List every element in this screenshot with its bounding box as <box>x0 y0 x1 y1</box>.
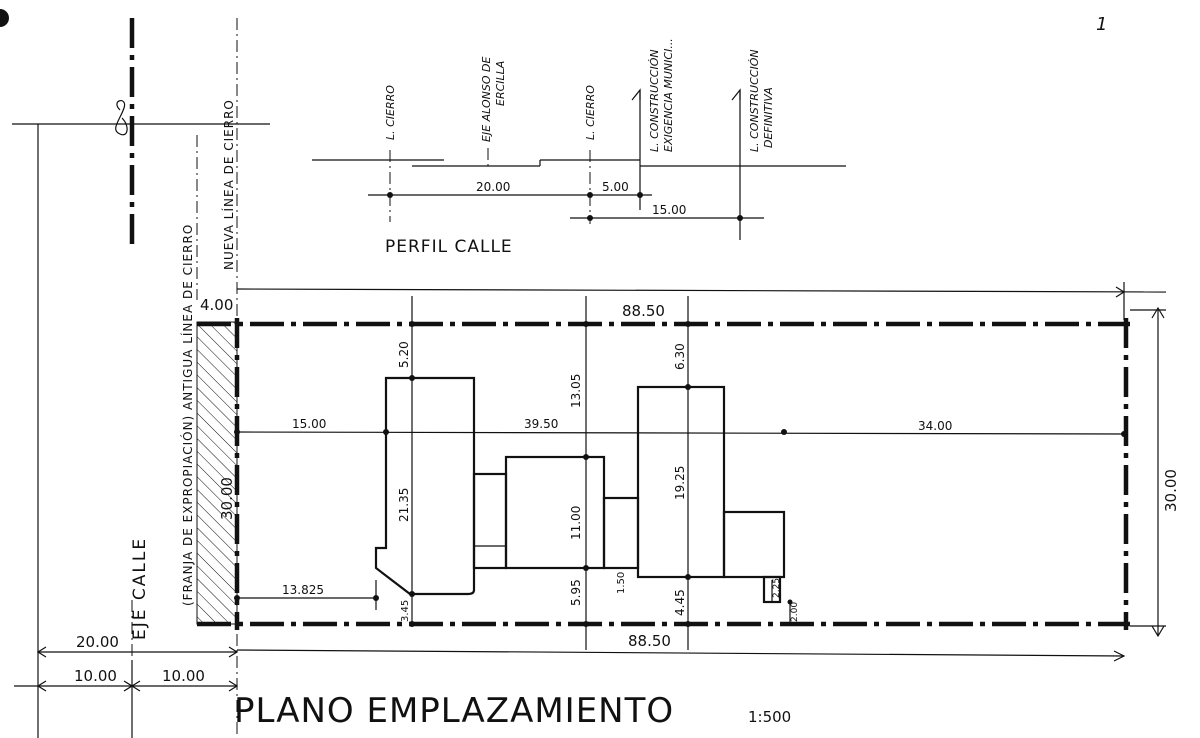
street-profile: 20.00 5.00 15.00 L. CIERRO EJE ALONSO DE… <box>312 38 846 257</box>
label-eje-alonso-1: EJE ALONSO DE <box>480 57 493 142</box>
connector-1 <box>472 472 508 570</box>
dim-20-00-bottom: 20.00 <box>76 633 119 651</box>
dim-strip-4-00: 4.00 <box>200 296 233 314</box>
dim-10-00-b: 10.00 <box>162 667 205 685</box>
dim-4-45: 4.45 <box>673 589 687 616</box>
dim-15-00-site: 15.00 <box>292 417 326 431</box>
dim-2-00-small: 2.00 <box>790 602 800 622</box>
connector-2 <box>602 496 640 570</box>
label-franja-expropiacion: (FRANJA DE EXPROPIACIÓN) ANTIGUA LÍNEA D… <box>180 224 195 606</box>
dim-19-25: 19.25 <box>673 466 687 500</box>
dim-20-00: 20.00 <box>476 180 510 194</box>
dim-bottom-88-50: 88.50 <box>628 632 671 650</box>
building-2 <box>504 455 606 570</box>
label-nueva-linea-cierro: NUEVA LÍNEA DE CIERRO <box>221 99 236 270</box>
dim-5-95: 5.95 <box>569 579 583 606</box>
dim-5-00: 5.00 <box>602 180 629 194</box>
label-eje-alonso-2: ERCILLA <box>494 61 507 106</box>
dim-11-00: 11.00 <box>569 506 583 540</box>
dim-2-25: 2.25 <box>772 578 782 598</box>
dim-6-30: 6.30 <box>673 343 687 370</box>
dim-right-30-00: 30.00 <box>1162 469 1180 512</box>
bottom-dimensions: 20.00 10.00 10.00 <box>14 633 239 738</box>
annex-3 <box>722 510 786 579</box>
dim-13-825: 13.825 <box>282 583 324 597</box>
label-l-const-def-2: DEFINITIVA <box>762 87 775 148</box>
label-l-cierro-1: L. CIERRO <box>384 85 397 140</box>
dim-5-20: 5.20 <box>397 341 411 368</box>
plan-scale: 1:500 <box>748 708 791 726</box>
label-eje-calle: EJE CALLE <box>130 537 150 640</box>
dim-top-88-50: 88.50 <box>622 302 665 320</box>
dim-39-50: 39.50 <box>524 417 558 431</box>
building-3 <box>636 385 726 579</box>
label-l-cierro-2: L. CIERRO <box>584 85 597 140</box>
site-lot: 88.50 4.00 88.50 30.00 30.00 15.00 39.50… <box>196 282 1180 662</box>
expropriation-strip <box>196 321 238 625</box>
label-l-const-exig-2: EXIGENCIA MUNICI... <box>662 38 675 152</box>
street-profile-title: PERFIL CALLE <box>385 237 513 257</box>
dim-left-30-00: 30.00 <box>218 477 236 520</box>
label-l-const-def-1: L. CONSTRUCCIÓN <box>748 49 761 152</box>
building-1 <box>374 376 476 596</box>
dim-13-05: 13.05 <box>569 374 583 408</box>
page-number: 1 <box>1096 14 1107 35</box>
corner-mark <box>0 9 9 27</box>
dim-1-50: 1.50 <box>616 572 627 594</box>
dim-21-35: 21.35 <box>397 488 411 522</box>
plan-title: PLANO EMPLAZAMIENTO <box>234 691 674 731</box>
label-l-const-exig-1: L. CONSTRUCCIÓN <box>648 49 661 152</box>
dim-10-00-a: 10.00 <box>74 667 117 685</box>
dim-3-45: 3.45 <box>400 600 411 622</box>
dim-34-00: 34.00 <box>918 419 952 433</box>
dim-15-00: 15.00 <box>652 203 686 217</box>
